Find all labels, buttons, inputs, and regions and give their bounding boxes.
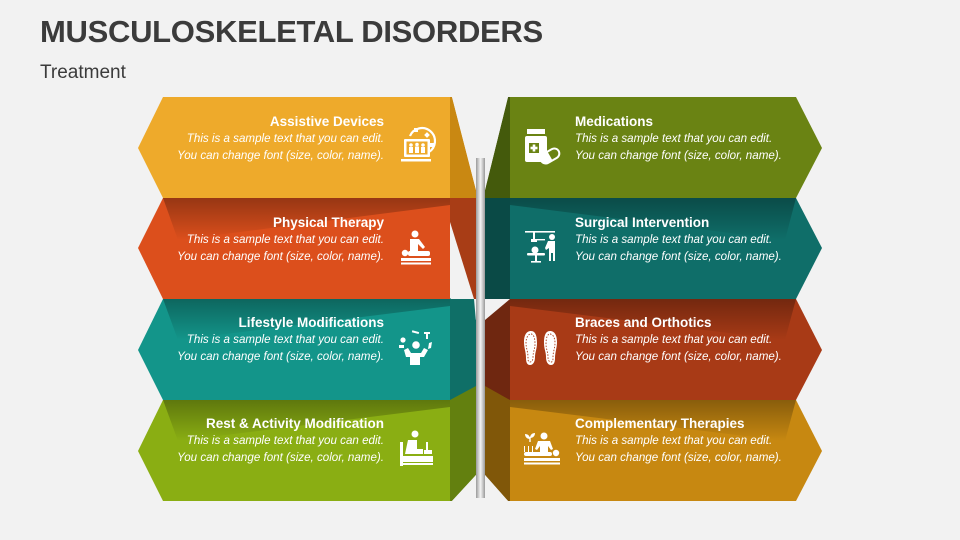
page-title: MUSCULOSKELETAL DISORDERS <box>40 14 543 49</box>
card-description: This is a sample text that you can edit.… <box>575 434 782 464</box>
card-title: Braces and Orthotics <box>575 315 712 330</box>
left-card-1: Assistive Devices This is a sample text … <box>164 113 384 164</box>
surgery-operating-table-icon <box>525 231 555 263</box>
right-front-faces <box>510 97 822 501</box>
person-resting-bed-icon <box>400 430 433 466</box>
card-description: This is a sample text that you can edit.… <box>177 132 384 162</box>
right-side-face-3 <box>485 299 510 400</box>
left-side-face-2b <box>450 198 476 240</box>
orthotic-insoles-icon <box>524 331 557 365</box>
right-card-3: Braces and Orthotics This is a sample te… <box>575 314 795 365</box>
right-side-faces <box>485 97 510 501</box>
medicine-bottle-pill-icon <box>525 129 561 165</box>
card-description: This is a sample text that you can edit.… <box>575 333 782 363</box>
left-card-4: Rest & Activity Modification This is a s… <box>164 415 384 466</box>
right-card-2: Surgical Intervention This is a sample t… <box>575 214 795 265</box>
right-card-1-shape <box>510 97 822 198</box>
card-description: This is a sample text that you can edit.… <box>575 233 782 263</box>
right-card-4: Complementary Therapies This is a sample… <box>575 415 795 466</box>
card-title: Complementary Therapies <box>575 416 745 431</box>
right-side-face-4 <box>485 386 510 501</box>
card-description: This is a sample text that you can edit.… <box>177 233 384 263</box>
card-title: Rest & Activity Modification <box>205 416 384 431</box>
card-description: This is a sample text that you can edit.… <box>575 132 782 162</box>
card-description: This is a sample text that you can edit.… <box>177 434 384 464</box>
left-side-face-3b <box>450 299 476 400</box>
card-title: Lifestyle Modifications <box>238 315 384 330</box>
left-side-faces <box>450 97 476 501</box>
left-card-3: Lifestyle Modifications This is a sample… <box>164 314 384 365</box>
right-side-face-1 <box>485 97 510 198</box>
left-side-face-1 <box>450 97 476 198</box>
left-side-face-4 <box>450 386 476 501</box>
page-subtitle: Treatment <box>40 62 126 83</box>
card-title: Medications <box>575 114 654 129</box>
left-card-2: Physical Therapy This is a sample text t… <box>164 214 384 265</box>
assistive-device-gear-icon <box>401 126 436 162</box>
card-title: Surgical Intervention <box>575 215 710 230</box>
juggling-person-icon <box>399 330 432 365</box>
left-front-faces <box>138 97 450 501</box>
acupuncture-therapy-icon <box>524 432 560 465</box>
card-title: Physical Therapy <box>272 215 384 230</box>
card-description: This is a sample text that you can edit.… <box>177 333 384 363</box>
center-separator <box>476 158 485 498</box>
right-side-face-2 <box>485 198 510 299</box>
card-title: Assistive Devices <box>269 114 384 129</box>
left-card-1-shape <box>138 97 450 198</box>
physiotherapy-massage-icon <box>401 230 431 265</box>
right-card-1: Medications This is a sample text that y… <box>575 113 795 164</box>
